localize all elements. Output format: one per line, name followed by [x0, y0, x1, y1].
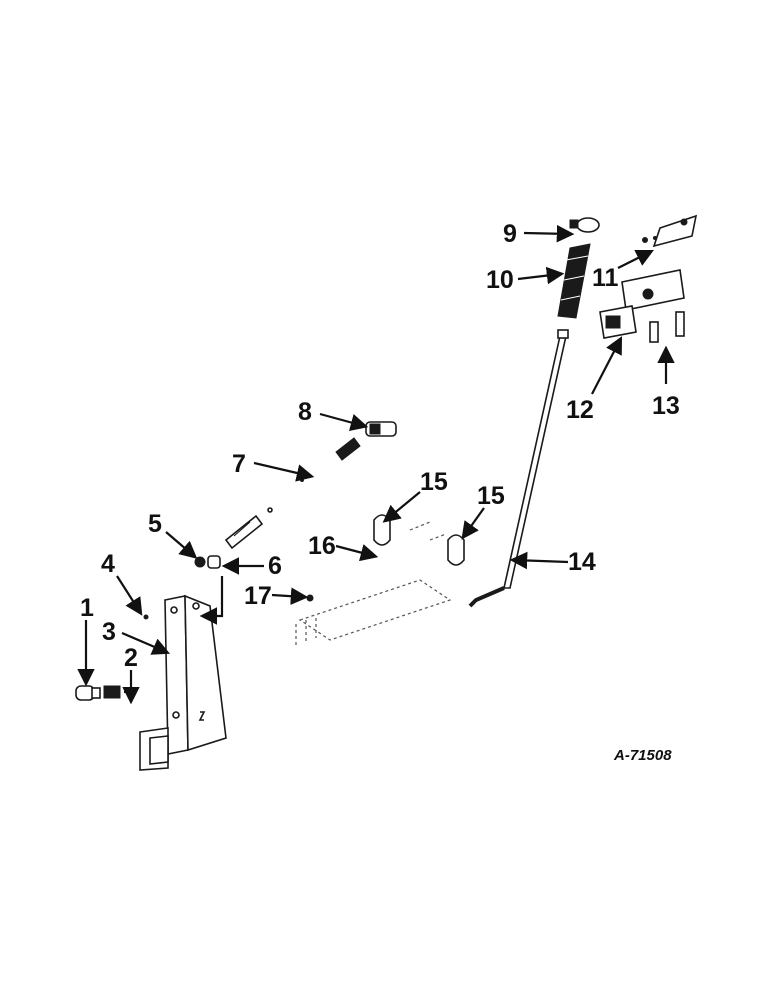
- callout-7: 7: [232, 450, 246, 478]
- leader-lines: [77, 224, 675, 705]
- callout-15-right: 15: [477, 482, 505, 510]
- spring-cap-part: [335, 421, 397, 461]
- callout-labels: 1 2 3 4 5 6 7 8 9 10 11 12 13 14 15 15 1…: [80, 220, 680, 672]
- callout-5: 5: [148, 510, 162, 538]
- callout-17: 17: [244, 582, 272, 610]
- nut-part: [569, 217, 600, 233]
- callout-9: 9: [503, 220, 517, 248]
- callout-6: 6: [268, 552, 282, 580]
- callout-14: 14: [568, 548, 596, 576]
- callout-3: 3: [102, 618, 116, 646]
- spring-large-part: [557, 243, 591, 319]
- callout-2: 2: [124, 644, 138, 672]
- housing-part: [599, 269, 685, 339]
- small-fitting-part: [143, 614, 149, 620]
- callout-13: 13: [652, 392, 680, 420]
- top-bracket-part: [642, 214, 698, 248]
- pin-part: [75, 685, 101, 701]
- ball-part: [194, 556, 206, 568]
- bracket-assembly: [139, 594, 227, 771]
- pins-part: [649, 311, 685, 343]
- callout-15-left: 15: [420, 468, 448, 496]
- sleeve-part: [224, 478, 304, 550]
- callout-11: 11: [592, 264, 619, 292]
- seat-part: [207, 555, 221, 569]
- callout-12: 12: [566, 396, 594, 424]
- callout-16: 16: [308, 532, 336, 560]
- lever-rod-part: [468, 329, 569, 608]
- callout-1: 1: [80, 594, 94, 622]
- callout-10: 10: [486, 266, 514, 294]
- callout-8: 8: [298, 398, 312, 426]
- callout-4: 4: [101, 550, 115, 578]
- reference-code: A-71508: [613, 747, 672, 764]
- spring-small-part: [103, 685, 134, 699]
